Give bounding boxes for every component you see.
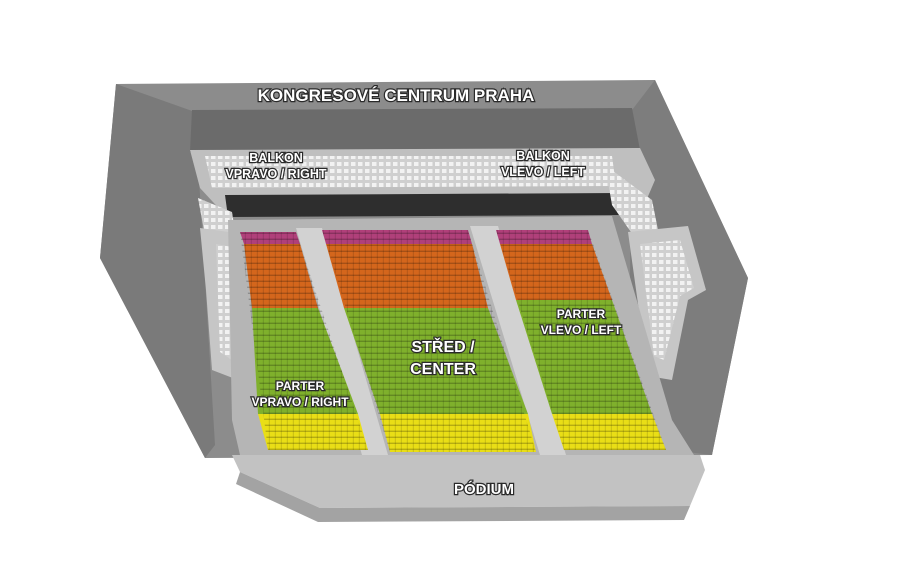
- center-label-2: CENTER: [410, 361, 476, 378]
- seat-rows-overlay: [322, 230, 536, 452]
- stage-platform: [232, 455, 705, 522]
- balcony-left-label-2: VLEVO / LEFT: [501, 165, 585, 179]
- shell-left-wall: [100, 84, 215, 458]
- parterre-right-label-2: VPRAVO / RIGHT: [251, 395, 349, 409]
- aisle-left: [470, 226, 566, 455]
- parterre-left-label-1: PARTER: [557, 307, 606, 321]
- center-label-1: STŘED /: [411, 337, 475, 356]
- parterre-right-block: [240, 232, 368, 450]
- balcony-edge: [225, 193, 622, 217]
- balcony-right-label-2: VPRAVO / RIGHT: [225, 167, 327, 181]
- balcony-right-label-1: BALKON: [249, 151, 302, 165]
- balcony: [190, 148, 660, 245]
- balcony-left-wing: [605, 165, 660, 245]
- back-wall: [190, 108, 640, 152]
- balcony-seating: [205, 156, 616, 188]
- parterre-left-block: [496, 230, 666, 450]
- parterre-right-label-1: PARTER: [276, 379, 325, 393]
- gallery-left-boxes: [640, 240, 694, 360]
- balcony-left-label-1: BALKON: [516, 149, 569, 163]
- stage-front: [236, 472, 690, 522]
- seat-rows-overlay: [496, 230, 666, 450]
- parterre-left-label-2: VLEVO / LEFT: [541, 323, 622, 337]
- venue-title: KONGRESOVÉ CENTRUM PRAHA: [258, 86, 535, 105]
- seat-rows-overlay: [240, 232, 368, 450]
- balcony-right-wing: [198, 198, 236, 238]
- aisles: [296, 226, 566, 455]
- stage-label: PÓDIUM: [454, 480, 514, 498]
- aisle-right: [296, 228, 388, 455]
- stage-top: [232, 455, 705, 508]
- center-block: [322, 230, 536, 452]
